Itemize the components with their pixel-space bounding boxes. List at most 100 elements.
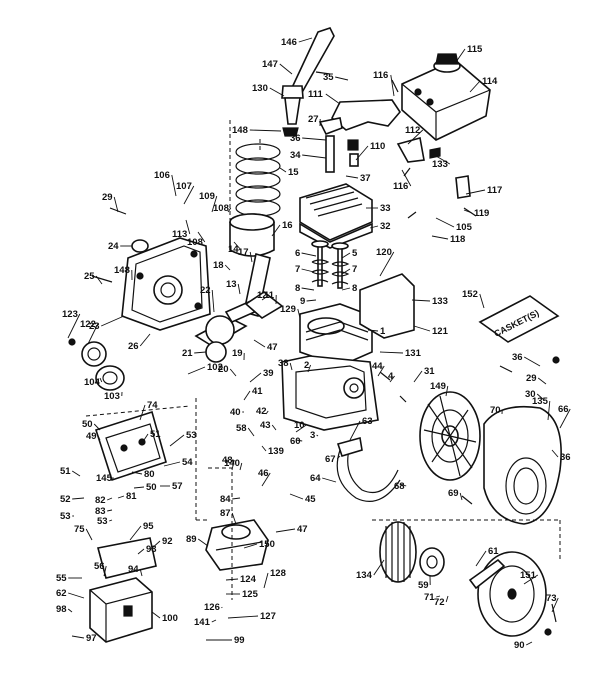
callout-29: 29	[102, 192, 119, 213]
callout-leader-line	[194, 351, 207, 354]
callout-leader-line	[369, 225, 379, 229]
callout-41: 41	[243, 386, 263, 401]
callout-number: 114	[482, 76, 498, 87]
callout-leader-line	[261, 445, 267, 452]
callout-number: 51	[60, 466, 71, 477]
callout-leader-line	[341, 287, 351, 291]
callout-leader-line	[302, 154, 327, 159]
callout-44: 44	[372, 361, 385, 377]
callout-29: 29	[526, 373, 547, 385]
callout-number: 47	[297, 524, 308, 535]
callout-97: 97	[71, 633, 97, 644]
callout-number: 19	[232, 348, 243, 359]
callout-number: 20	[218, 364, 229, 375]
callout-leader-line	[169, 434, 185, 447]
callout-number: 127	[260, 611, 276, 622]
callout-number: 29	[102, 192, 113, 203]
callout-number: 35	[323, 72, 334, 83]
callout-102: 102	[187, 362, 223, 375]
callout-145: 145	[96, 473, 114, 484]
callout-68: 68	[394, 481, 407, 492]
callout-number: 51	[150, 429, 161, 440]
callout-152: 152	[462, 289, 485, 309]
callout-leader-line	[95, 275, 103, 285]
callout-66: 66	[558, 404, 571, 429]
callout-53: 53	[97, 516, 113, 527]
callout-67: 67	[325, 454, 341, 465]
callout-leader-line	[263, 572, 269, 589]
callout-133: 133	[432, 155, 451, 170]
callout-leader-line	[307, 364, 312, 373]
callout-number: 110	[370, 141, 385, 152]
callout-12: 12	[257, 290, 270, 301]
callout-leader-line	[295, 424, 307, 433]
callout-leader-line	[435, 155, 451, 165]
callout-number: 53	[97, 516, 108, 527]
callout-leader-line	[253, 339, 266, 348]
callout-leader-line	[247, 427, 255, 437]
callout-56: 56	[94, 561, 107, 577]
callout-leader-line	[377, 365, 385, 377]
callout-leader-line	[325, 93, 341, 105]
callout-57: 57	[160, 481, 183, 492]
callout-125: 125	[226, 589, 259, 600]
callout-number: 69	[448, 488, 459, 499]
callout-number: 4	[388, 371, 394, 382]
callout-number: 90	[514, 640, 525, 651]
callout-number: 31	[424, 366, 435, 377]
callout-74: 74	[139, 400, 158, 421]
callout-leader-line	[301, 287, 315, 291]
callout-70: 70	[490, 405, 503, 416]
callout-134: 134	[356, 559, 385, 581]
callout-36: 36	[290, 133, 327, 144]
callout-number: 6	[295, 248, 300, 259]
callout-leader-line	[389, 375, 395, 383]
callout-8: 8	[295, 283, 315, 294]
callout-leader-line	[239, 462, 243, 471]
callout-104: 104	[84, 377, 103, 388]
callout-number: 81	[126, 491, 137, 502]
callout-33: 33	[366, 203, 391, 214]
callout-leader-line	[71, 470, 81, 477]
callout-leader-line	[279, 167, 287, 173]
callout-leader-line	[227, 207, 232, 213]
callout-130: 130	[252, 83, 285, 97]
callout-leader-line	[275, 528, 296, 533]
callout-103: 103	[104, 391, 123, 402]
callout-5: 5	[341, 248, 358, 259]
callout-105: 105	[435, 217, 473, 233]
callout-leader-line	[345, 175, 359, 179]
callout-35: 35	[323, 72, 349, 83]
callout-51: 51	[143, 429, 161, 441]
callout-number: 133	[432, 296, 448, 307]
callout-leader-line	[289, 493, 304, 500]
callout-leader-line	[72, 497, 85, 500]
callout-number: 115	[467, 44, 483, 55]
callout-11: 11	[264, 290, 277, 305]
callout-63: 63	[349, 416, 373, 441]
callout-number: 145	[96, 473, 113, 484]
callout-110: 110	[355, 141, 385, 161]
callout-leader-line	[107, 497, 113, 501]
callout-number: 38	[278, 358, 289, 369]
callout-82: 82	[95, 495, 113, 506]
callout-number: 42	[256, 406, 267, 417]
callout-117: 117	[465, 185, 502, 196]
callout-number: 99	[234, 635, 245, 646]
callout-42: 42	[256, 406, 269, 417]
callout-45: 45	[289, 493, 316, 505]
callout-leader-line	[211, 195, 218, 213]
callout-89: 89	[186, 534, 209, 547]
callout-number: 105	[456, 222, 473, 233]
callout-number: 21	[182, 348, 193, 359]
callout-106: 106	[154, 170, 177, 197]
callout-number: 118	[450, 234, 465, 245]
callout-59: 59	[418, 575, 431, 591]
callout-leader-line	[229, 368, 237, 377]
callout-number: 52	[60, 494, 71, 505]
callout-number: 43	[260, 420, 271, 431]
callout-number: 71	[424, 592, 435, 603]
callout-92: 92	[149, 536, 173, 551]
callout-39: 39	[249, 368, 274, 383]
